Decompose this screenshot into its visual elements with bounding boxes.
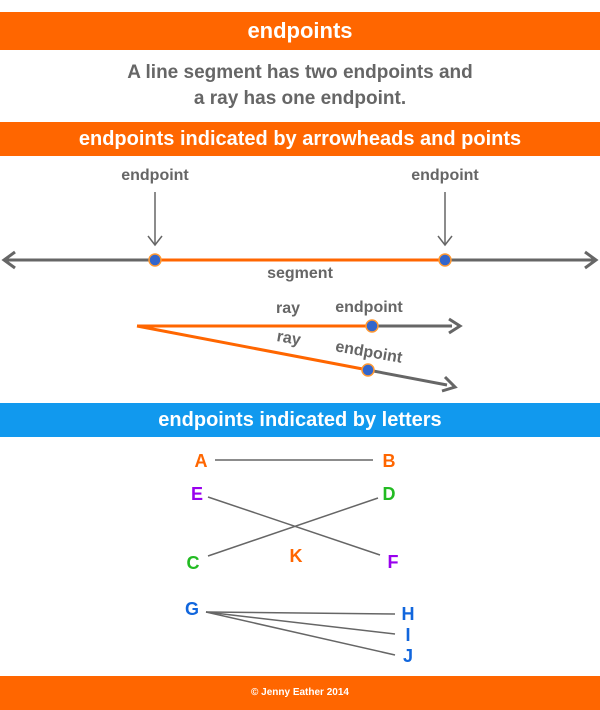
ray-1	[137, 317, 463, 335]
section-heading-arrowheads: endpoints indicated by arrowheads and po…	[0, 122, 600, 156]
letter-A: A	[195, 451, 208, 471]
segment-GJ	[205, 611, 396, 656]
ray-2	[136, 324, 458, 393]
ray-2-label: ray	[275, 328, 302, 349]
letter-C: C	[187, 553, 200, 573]
endpoint-label-left: endpoint	[121, 167, 189, 184]
footer-copyright: © Jenny Eather 2014	[0, 676, 600, 710]
letter-D: D	[383, 484, 396, 504]
endpoint-point-left	[148, 253, 162, 267]
segment-GI	[205, 611, 396, 635]
page-title: endpoints	[0, 12, 600, 50]
intro-line-1: A line segment has two endpoints and	[127, 62, 473, 83]
ray-1-endpoint-label: endpoint	[335, 299, 403, 316]
segment-label: segment	[267, 265, 333, 282]
ray-1-label: ray	[276, 300, 300, 317]
letter-F: F	[388, 552, 399, 572]
letter-J: J	[403, 646, 413, 666]
letter-K: K	[290, 546, 303, 566]
pointer-arrow-right	[437, 192, 453, 247]
ray-2-endpoint-label: endpoint	[334, 338, 404, 367]
letter-B: B	[383, 451, 396, 471]
endpoint-point-right	[438, 253, 452, 267]
letter-H: H	[402, 604, 415, 624]
section-heading-letters: endpoints indicated by letters	[0, 403, 600, 437]
letter-E: E	[191, 484, 203, 504]
segment-GH	[205, 611, 396, 615]
pointer-arrow-left	[147, 192, 163, 247]
intro-line-2: a ray has one endpoint.	[193, 88, 407, 109]
segment-CD	[207, 497, 379, 557]
endpoint-label-right: endpoint	[411, 167, 479, 184]
ray-1-endpoint-point	[365, 319, 379, 333]
letter-G: G	[185, 599, 199, 619]
ray-2-endpoint-point	[361, 363, 375, 377]
letter-I: I	[405, 625, 410, 645]
